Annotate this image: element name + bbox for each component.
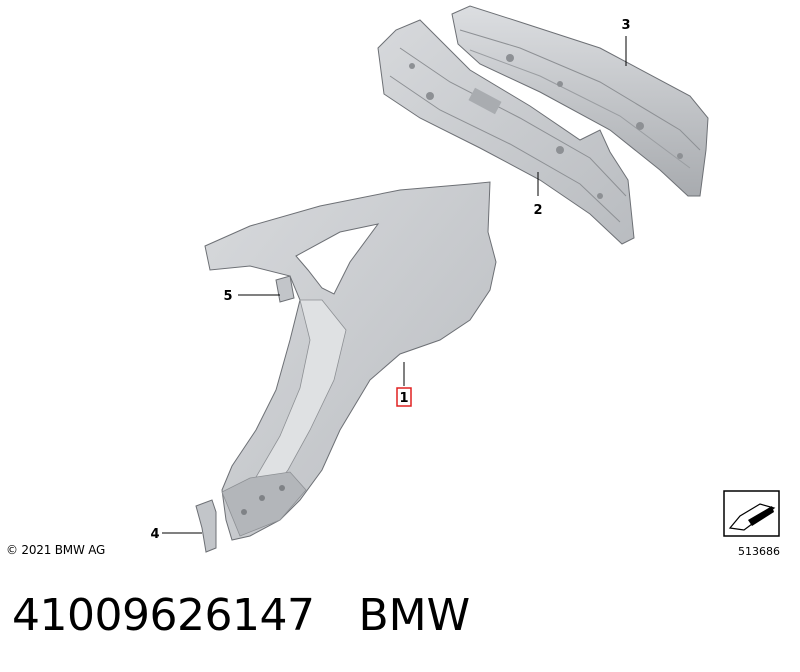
leader-lines	[162, 36, 627, 534]
callout-4-label[interactable]: 4	[150, 527, 159, 542]
brand-name: BMW	[358, 590, 471, 641]
part-number: 41009626147	[12, 590, 315, 641]
diagram-reference-number: 513686	[738, 545, 780, 558]
callout-3-label[interactable]: 3	[621, 18, 630, 33]
caption: 41009626147 BMW	[12, 586, 470, 646]
part-1-side-panel	[204, 181, 497, 541]
orientation-symbol-icon	[723, 490, 780, 537]
parts-diagram: 1 2 3 4 5	[150, 5, 780, 553]
callout-5-label[interactable]: 5	[223, 289, 232, 304]
callout-1[interactable]: 1	[396, 387, 412, 407]
part-3-rear-cross-member	[451, 5, 709, 197]
part-2-rear-panel	[377, 19, 635, 245]
callout-1-label: 1	[399, 391, 408, 406]
copyright-notice: © 2021 BMW AG	[6, 543, 106, 557]
callout-2-label[interactable]: 2	[533, 203, 542, 218]
callout-1-highlight	[396, 387, 412, 407]
part-4-bracket	[195, 499, 217, 553]
